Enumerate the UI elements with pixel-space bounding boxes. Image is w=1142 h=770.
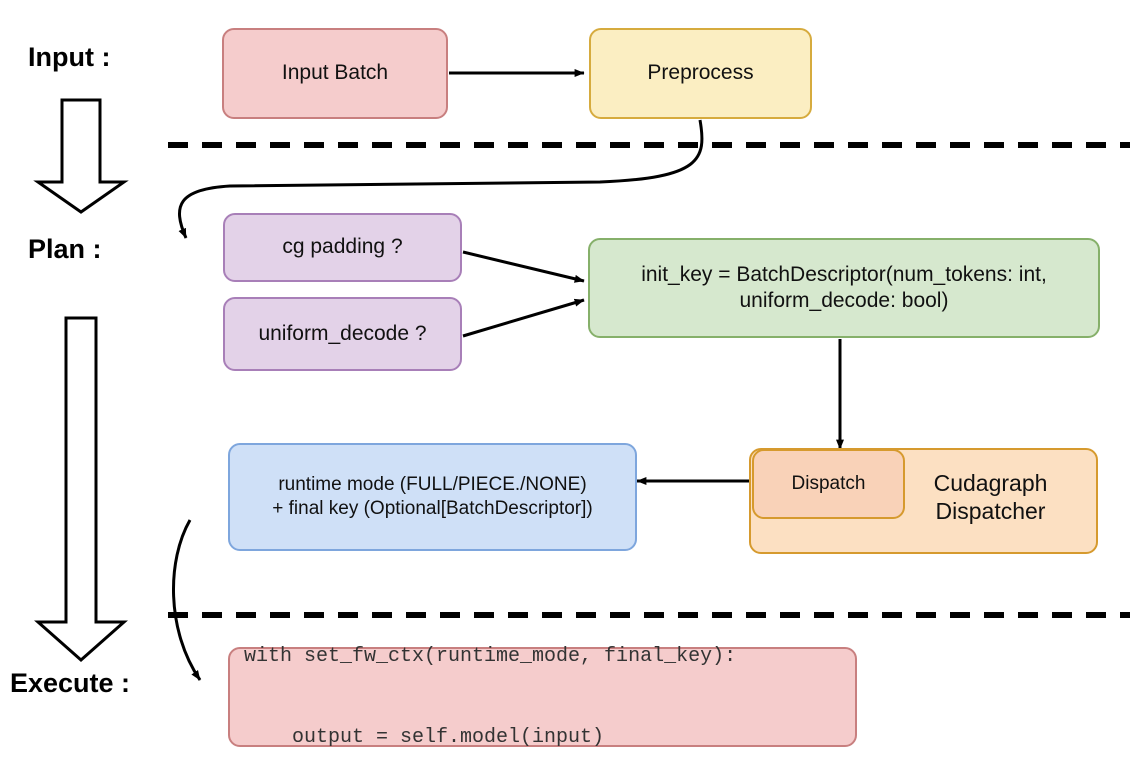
node-init-key-line2: uniform_decode: bool)	[739, 289, 949, 312]
node-code-line2: output = self.model(input)	[244, 726, 605, 749]
node-runtime-mode-line1: runtime mode (FULL/PIECE./NONE)	[278, 474, 587, 496]
node-uniform-decode[interactable]: uniform_decode ?	[223, 297, 462, 371]
node-code-block[interactable]: with set_fw_ctx(runtime_mode, final_key)…	[228, 645, 857, 749]
stage-label-plan: Plan :	[28, 234, 102, 264]
node-code-line1: with set_fw_ctx(runtime_mode, final_key)…	[244, 645, 737, 668]
stage-label-input: Input :	[28, 42, 111, 72]
node-runtime-mode[interactable]: runtime mode (FULL/PIECE./NONE) + final …	[228, 443, 637, 551]
node-runtime-mode-line2: + final key (Optional[BatchDescriptor])	[272, 498, 593, 519]
node-init-key[interactable]: init_key = BatchDescriptor(num_tokens: i…	[588, 238, 1100, 338]
edge-uniformdecode-to-initkey	[462, 298, 585, 338]
node-preprocess[interactable]: Preprocess	[589, 28, 812, 119]
node-cudagraph-dispatcher-line2: Dispatcher	[935, 497, 1046, 524]
edge-runtime-to-code	[172, 519, 202, 681]
edge-cgpadding-to-initkey	[462, 250, 585, 283]
stage-label-execute: Execute :	[10, 668, 131, 698]
node-cg-padding[interactable]: cg padding ?	[223, 213, 462, 282]
node-input-batch[interactable]: Input Batch	[222, 28, 448, 119]
node-cudagraph-dispatcher-line1: Cudagraph	[933, 470, 1048, 496]
flow-arrow-plan-to-execute	[34, 316, 128, 663]
flow-arrow-input-to-plan	[33, 98, 129, 214]
node-init-key-line1: init_key = BatchDescriptor(num_tokens: i…	[641, 262, 1047, 286]
node-dispatch[interactable]: Dispatch	[752, 449, 905, 519]
